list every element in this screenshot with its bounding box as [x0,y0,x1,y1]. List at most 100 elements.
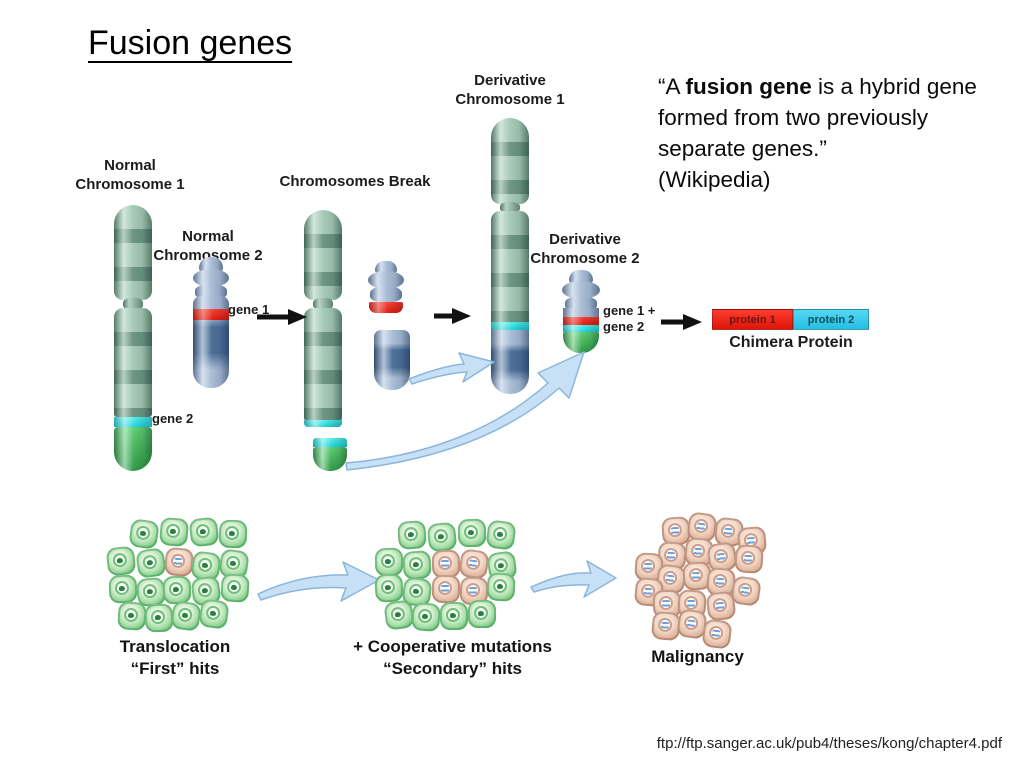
label-line: Normal [182,228,234,245]
normal-cell [144,603,174,633]
label-chromosomes-break: Chromosomes Break [279,173,431,190]
quote-line-2: formed from two previously [658,105,929,130]
footer-url: ftp://ftp.sanger.ac.uk/pub4/theses/kong/… [656,735,1002,752]
label-line: Chromosome 1 [75,176,185,193]
label-gene-1-plus: gene 1 + [603,303,656,318]
protein-1-label: protein 1 [729,314,776,326]
cell-nucleus [197,556,214,573]
cell-nucleus [417,608,433,624]
normal-cell [117,601,147,631]
normal-cell [170,600,202,632]
label-normal-chromosome-2: Normal Chromosome 2 [138,227,278,265]
chromosome-knob [569,270,593,284]
cell-nucleus [114,580,130,596]
normal-cell [374,547,404,577]
chromosome-bulge [193,269,229,287]
centromere [370,286,402,302]
cell-nucleus [123,607,139,623]
centromere [565,296,597,311]
quote-text: “A fusion gene is a hybrid gene formed f… [658,71,1003,195]
cell-nucleus [197,582,213,598]
label-line: Chromosome 2 [153,247,263,264]
caption-line: + Cooperative mutations [353,637,552,656]
caption-translocation: Translocation “First” hits [75,636,275,680]
normal-chromosome-2 [191,257,231,389]
cell-nucleus [492,557,509,574]
centromere [123,298,143,310]
fusion-gene-bold: fusion gene [685,74,812,99]
derivative-chromosome-2 [561,270,601,353]
cell-nucleus [433,528,449,544]
label-line: Derivative [474,72,546,89]
centromere [500,202,520,213]
broken-tip [313,447,347,471]
normal-cell [426,521,458,553]
label-derivative-chromosome-2: Derivative Chromosome 2 [515,230,655,268]
normal-cell [105,545,137,577]
broken-chromosome-2-bottom [374,330,410,390]
mutated-cell [163,546,195,578]
mutated-cell [734,544,764,574]
normal-cell [485,519,517,551]
translocated-blue-segment [491,330,529,394]
normal-cell [198,598,230,630]
mutated-cell [730,575,762,607]
chimera-protein-label: Chimera Protein [729,334,853,351]
gene2-band [563,325,599,332]
cell-nucleus [195,523,211,539]
cell-nucleus [380,579,396,595]
mutated-cell [705,590,737,622]
cell-nucleus [142,583,158,599]
cell-nucleus [168,581,184,597]
caption-line: Malignancy [651,647,744,666]
cell-nucleus [657,617,673,633]
chromosome-arm-top [114,205,152,300]
cell-nucleus [170,553,186,569]
cell-nucleus [437,580,453,596]
cell-nucleus [463,524,479,540]
cell-nucleus [380,553,396,569]
cell-nucleus [663,547,679,563]
label-line: Chromosome 1 [455,91,565,108]
quote-line-3: separate genes.” [658,136,827,161]
chromosome-tip [114,427,152,471]
cell-nucleus [662,570,678,586]
chromosome-body [563,308,599,319]
normal-cell [128,518,160,550]
cell-nucleus [667,522,683,538]
mutated-cell [458,548,490,580]
gene1-band [369,302,403,313]
broken-tip-gene2-band [313,438,347,447]
chromosome-arm-top [304,210,342,300]
chromosome-arm-bottom [304,308,342,420]
label-gene-1: gene 1 [228,302,270,317]
cell-nucleus [225,554,242,571]
cell-nucleus [492,578,508,594]
caption-malignancy: Malignancy [595,646,800,668]
cell-nucleus [693,518,709,534]
page-title: Fusion genes [88,24,293,62]
normal-cell [486,572,516,602]
normal-cell [220,573,250,603]
cell-nucleus [683,595,699,611]
cell-nucleus [640,558,656,574]
cell-nucleus [446,608,460,622]
protein-1-box: protein 1 [712,309,793,330]
chromosome-arm-bottom [114,308,152,417]
broken-chromosome-2-top [366,261,406,316]
cell-nucleus [713,548,729,564]
cell-nucleus [408,556,424,572]
label-derivative-chromosome-1: Derivative Chromosome 1 [440,71,580,109]
blue-arrow-translocation-to-mutations [257,561,380,602]
cell-nucleus [683,614,700,631]
cell-nucleus [740,550,756,566]
normal-cell [397,520,427,550]
cell-nucleus [177,606,194,623]
caption-line: “Secondary” hits [383,659,522,678]
gene1-band [563,317,599,325]
normal-cell [162,575,192,605]
cell-nucleus [720,523,736,539]
cell-nucleus [712,597,728,613]
chromosome-arm-bottom-green [491,211,529,322]
